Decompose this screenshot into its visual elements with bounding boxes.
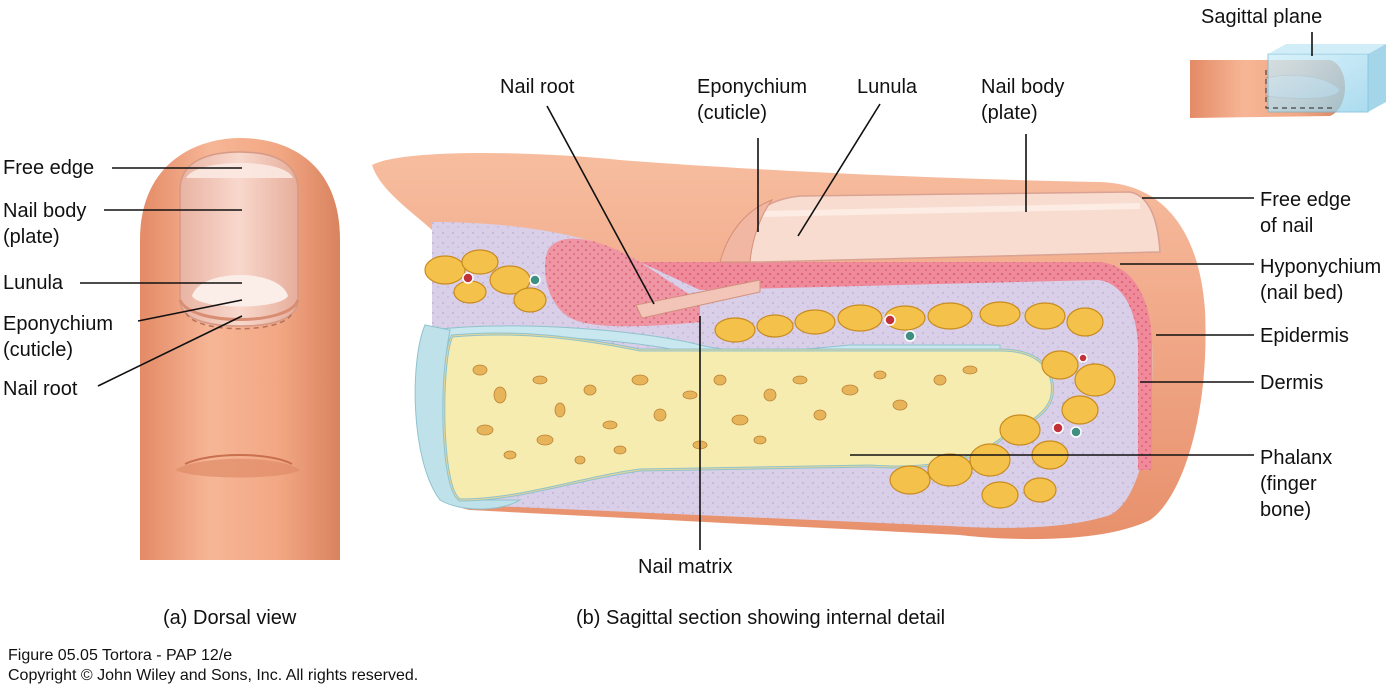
label-section-lunula: Lunula <box>857 76 918 98</box>
label-nail-body: Nail body <box>3 200 87 222</box>
label-eponychium-sub: (cuticle) <box>3 339 74 361</box>
fat-lobules <box>424 249 1116 509</box>
section-leader-lines <box>546 32 1313 550</box>
label-phalanx-2: (finger <box>1260 473 1317 495</box>
dorsal-finger <box>140 138 340 560</box>
label-nail-matrix: Nail matrix <box>638 556 733 578</box>
label-free-edge-of-nail-2: of nail <box>1260 215 1314 237</box>
sagittal-plane-inset <box>1190 44 1386 118</box>
label-dermis: Dermis <box>1260 372 1324 394</box>
dorsal-leader-lines <box>80 167 243 387</box>
label-section-nail-root: Nail root <box>500 76 575 98</box>
label-hyponychium-sub: (nail bed) <box>1260 282 1344 304</box>
label-lunula: Lunula <box>3 272 64 294</box>
label-section-nail-body: Nail body <box>981 76 1065 98</box>
label-phalanx: Phalanx <box>1260 447 1333 469</box>
figure-credit: Figure 05.05 Tortora - PAP 12/e <box>8 647 233 664</box>
caption-a: (a) Dorsal view <box>163 607 297 629</box>
label-phalanx-3: bone) <box>1260 499 1312 521</box>
label-epidermis: Epidermis <box>1260 325 1349 347</box>
sagittal-section <box>372 153 1206 540</box>
label-nail-body-sub: (plate) <box>3 226 60 248</box>
label-section-nail-body-sub: (plate) <box>981 102 1038 124</box>
label-nail-root: Nail root <box>3 378 78 400</box>
label-sagittal-plane: Sagittal plane <box>1201 6 1323 28</box>
label-section-eponychium: Eponychium <box>697 76 808 98</box>
label-section-eponychium-sub: (cuticle) <box>697 102 768 124</box>
bone-trabeculae <box>472 364 978 465</box>
blood-vessels <box>462 272 1088 438</box>
label-free-edge-of-nail-1: Free edge <box>1260 189 1352 211</box>
label-hyponychium: Hyponychium <box>1260 256 1382 278</box>
label-eponychium: Eponychium <box>3 313 114 335</box>
caption-b: (b) Sagittal section showing internal de… <box>576 607 946 629</box>
copyright: Copyright © John Wiley and Sons, Inc. Al… <box>8 667 419 684</box>
label-free-edge: Free edge <box>3 157 95 179</box>
